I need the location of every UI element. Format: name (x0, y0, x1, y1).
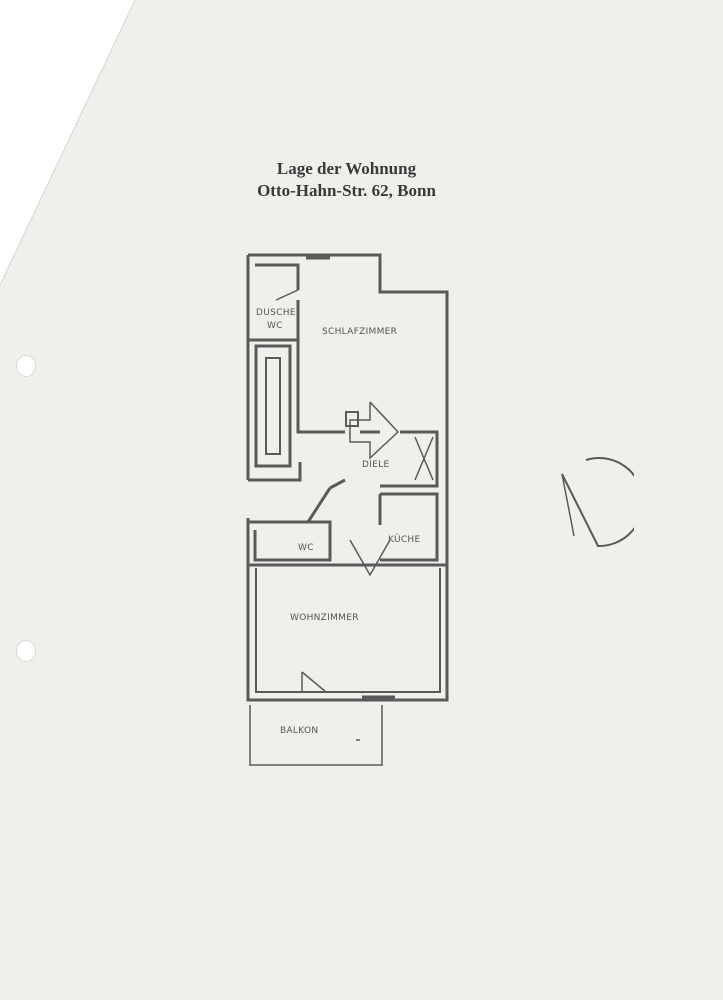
punch-hole-bottom (16, 640, 36, 662)
folded-corner (0, 0, 136, 286)
punch-hole-top (16, 355, 36, 377)
document-title: Lage der Wohnung Otto-Hahn-Str. 62, Bonn (0, 158, 693, 202)
label-wc: WC (298, 543, 314, 553)
title-line-1: Lage der Wohnung (276, 159, 417, 178)
label-kueche: KÜCHE (388, 534, 421, 545)
room-labels: DUSCHE WC SCHLAFZIMMER DIELE WC KÜCHE WO… (256, 308, 421, 736)
label-diele: DIELE (362, 460, 389, 470)
label-wohnzimmer: WOHNZIMMER (290, 613, 359, 623)
label-schlafzimmer: SCHLAFZIMMER (322, 327, 397, 337)
title-line-2: Otto-Hahn-Str. 62, Bonn (257, 181, 436, 200)
label-balkon: BALKON (280, 726, 318, 736)
label-dusche-wc: WC (267, 321, 283, 331)
label-dusche: DUSCHE (256, 308, 296, 318)
north-arrow-icon (561, 457, 634, 548)
